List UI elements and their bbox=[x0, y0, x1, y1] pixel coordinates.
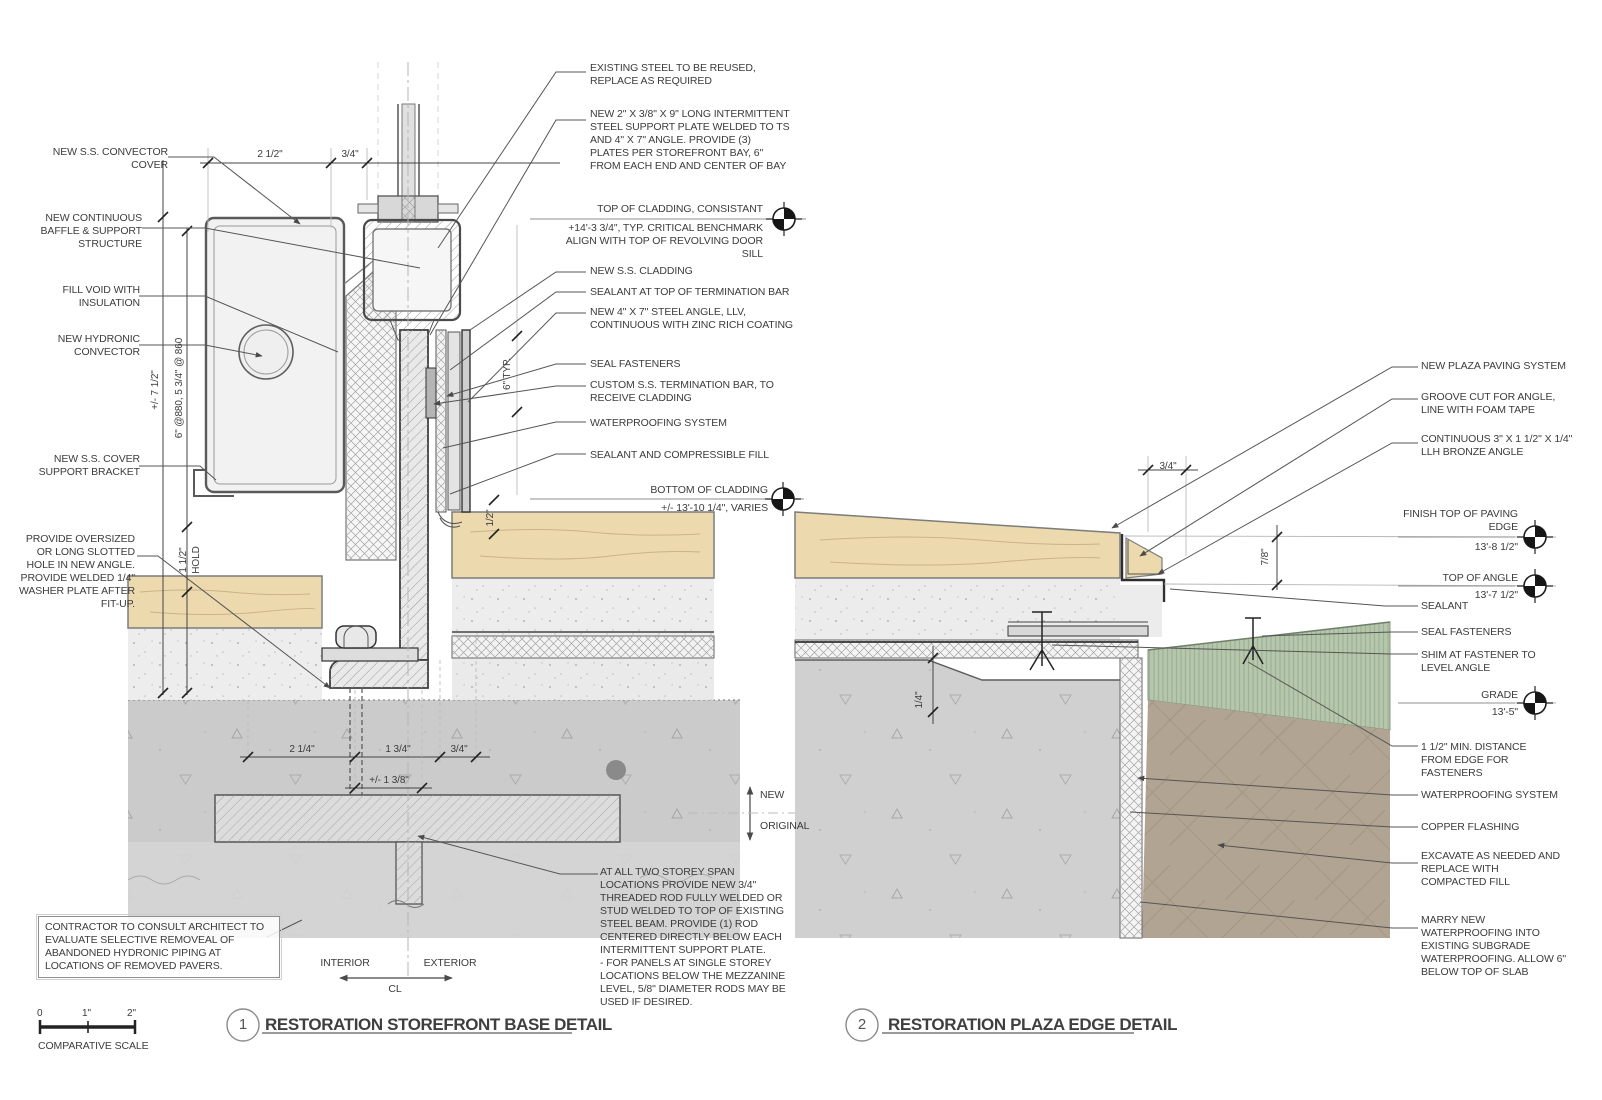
label-cover-support-bracket: NEW S.S. COVER SUPPORT BRACKET bbox=[38, 453, 140, 479]
dim-2-1-4: 2 1/4" bbox=[289, 744, 315, 755]
label-shim-fastener: SHIM AT FASTENER TO LEVEL ANGLE bbox=[1421, 649, 1536, 675]
dim-half: 1/2" bbox=[484, 509, 496, 527]
label-sealant-compressible: SEALANT AND COMPRESSIBLE FILL bbox=[590, 449, 769, 461]
label-convector-cover: NEW S.S. CONVECTOR COVER bbox=[52, 146, 168, 172]
detail-2-number: 2 bbox=[857, 1016, 867, 1033]
scale-1: 1" bbox=[82, 1008, 91, 1019]
label-marry-waterproofing: MARRY NEW WATERPROOFING INTO EXISTING SU… bbox=[1421, 914, 1566, 979]
axis-cl: CL bbox=[388, 983, 402, 995]
label-top-of-cladding-elev: +14'-3 3/4", TYP. CRITICAL BENCHMARK ALI… bbox=[565, 222, 763, 261]
axis-interior: INTERIOR bbox=[320, 957, 370, 969]
marker-new: NEW bbox=[760, 789, 785, 801]
label-oversized-hole-note: PROVIDE OVERSIZED OR LONG SLOTTED HOLE I… bbox=[18, 533, 135, 611]
label-fill-void-insulation: FILL VOID WITH INSULATION bbox=[62, 284, 140, 310]
dim-1-3-4: 1 3/4" bbox=[385, 744, 411, 755]
label-bottom-of-cladding-elev: +/- 13'-10 1/4", VARIES bbox=[661, 502, 768, 514]
threaded-rod-note: AT ALL TWO STOREY SPAN LOCATIONS PROVIDE… bbox=[600, 866, 786, 1009]
dim-3-4-top: 3/4" bbox=[341, 149, 359, 160]
label-min-distance: 1 1/2" MIN. DISTANCE FROM EDGE FOR FASTE… bbox=[1421, 741, 1527, 780]
dim-3-4-d2: 3/4" bbox=[1159, 461, 1177, 472]
label-plaza-paving: NEW PLAZA PAVING SYSTEM bbox=[1421, 360, 1566, 372]
label-copper-flashing: COPPER FLASHING bbox=[1421, 821, 1520, 833]
dim-7-8-d2: 7/8" bbox=[1259, 548, 1271, 566]
label-seal-fasteners-d2: SEAL FASTENERS bbox=[1421, 626, 1512, 638]
label-grade: GRADE bbox=[1481, 689, 1518, 701]
scale-0: 0 bbox=[37, 1008, 43, 1019]
dim-1-4-d2: 1/4" bbox=[913, 691, 925, 709]
label-seal-fasteners-d1: SEAL FASTENERS bbox=[590, 358, 681, 370]
label-grade-elev: 13'-5" bbox=[1491, 706, 1518, 718]
dim-1-3-8: +/- 1 3/8" bbox=[369, 775, 409, 786]
label-existing-steel: EXISTING STEEL TO BE REUSED, REPLACE AS … bbox=[590, 62, 756, 88]
label-top-of-cladding: TOP OF CLADDING, CONSISTANT bbox=[597, 203, 763, 215]
dim-1-1-2-hold: 1 1/2" bbox=[177, 547, 189, 573]
detail-2-title: RESTORATION PLAZA EDGE DETAIL bbox=[888, 1015, 1178, 1034]
contractor-note: CONTRACTOR TO CONSULT ARCHITECT TO EVALU… bbox=[36, 913, 282, 981]
label-finish-top-paving-elev: 13'-8 1/2" bbox=[1474, 541, 1518, 553]
label-termination-bar: CUSTOM S.S. TERMINATION BAR, TO RECEIVE … bbox=[590, 379, 774, 405]
dim-3-4-bottom: 3/4" bbox=[450, 744, 468, 755]
label-waterproofing-d2: WATERPROOFING SYSTEM bbox=[1421, 789, 1558, 801]
label-baffle-support: NEW CONTINUOUS BAFFLE & SUPPORT STRUCTUR… bbox=[40, 212, 143, 251]
scale-label: COMPARATIVE SCALE bbox=[38, 1040, 149, 1052]
scale-2: 2" bbox=[127, 1008, 136, 1019]
label-waterproofing-d1: WATERPROOFING SYSTEM bbox=[590, 417, 727, 429]
dim-7-1-2: +/- 7 1/2" bbox=[149, 370, 161, 410]
axis-exterior: EXTERIOR bbox=[423, 957, 477, 969]
label-bronze-angle: CONTINUOUS 3" X 1 1/2" X 1/4" LLH BRONZE… bbox=[1421, 433, 1573, 459]
label-bottom-of-cladding: BOTTOM OF CLADDING bbox=[650, 484, 768, 496]
label-hydronic-convector: NEW HYDRONIC CONVECTOR bbox=[57, 333, 140, 359]
label-top-of-angle: TOP OF ANGLE bbox=[1442, 572, 1519, 584]
dim-2-1-2: 2 1/2" bbox=[257, 149, 283, 160]
label-excavate: EXCAVATE AS NEEDED AND REPLACE WITH COMP… bbox=[1421, 850, 1561, 889]
dim-hold-word: HOLD bbox=[190, 546, 202, 574]
label-steel-angle-llv: NEW 4" X 7" STEEL ANGLE, LLV, CONTINUOUS… bbox=[590, 306, 793, 332]
label-ss-cladding: NEW S.S. CLADDING bbox=[590, 265, 693, 277]
label-sealant-d2: SEALANT bbox=[1421, 600, 1469, 612]
detail-1-title: RESTORATION STOREFRONT BASE DETAIL bbox=[265, 1015, 612, 1034]
marker-original: ORIGINAL bbox=[760, 820, 810, 832]
dim-6-880: 6" @880, 5 3/4" @ 860 bbox=[173, 337, 185, 439]
label-groove-cut: GROOVE CUT FOR ANGLE, LINE WITH FOAM TAP… bbox=[1421, 391, 1556, 417]
label-top-of-angle-elev: 13'-7 1/2" bbox=[1474, 589, 1518, 601]
label-intermittent-plate: NEW 2" X 3/8" X 9" LONG INTERMITTENT STE… bbox=[590, 108, 790, 173]
label-finish-top-paving: FINISH TOP OF PAVING EDGE bbox=[1403, 508, 1518, 534]
detail-1-number: 1 bbox=[238, 1016, 248, 1033]
label-sealant-termination: SEALANT AT TOP OF TERMINATION BAR bbox=[590, 286, 790, 298]
dim-6-typ: 6" TYP. bbox=[501, 358, 513, 390]
